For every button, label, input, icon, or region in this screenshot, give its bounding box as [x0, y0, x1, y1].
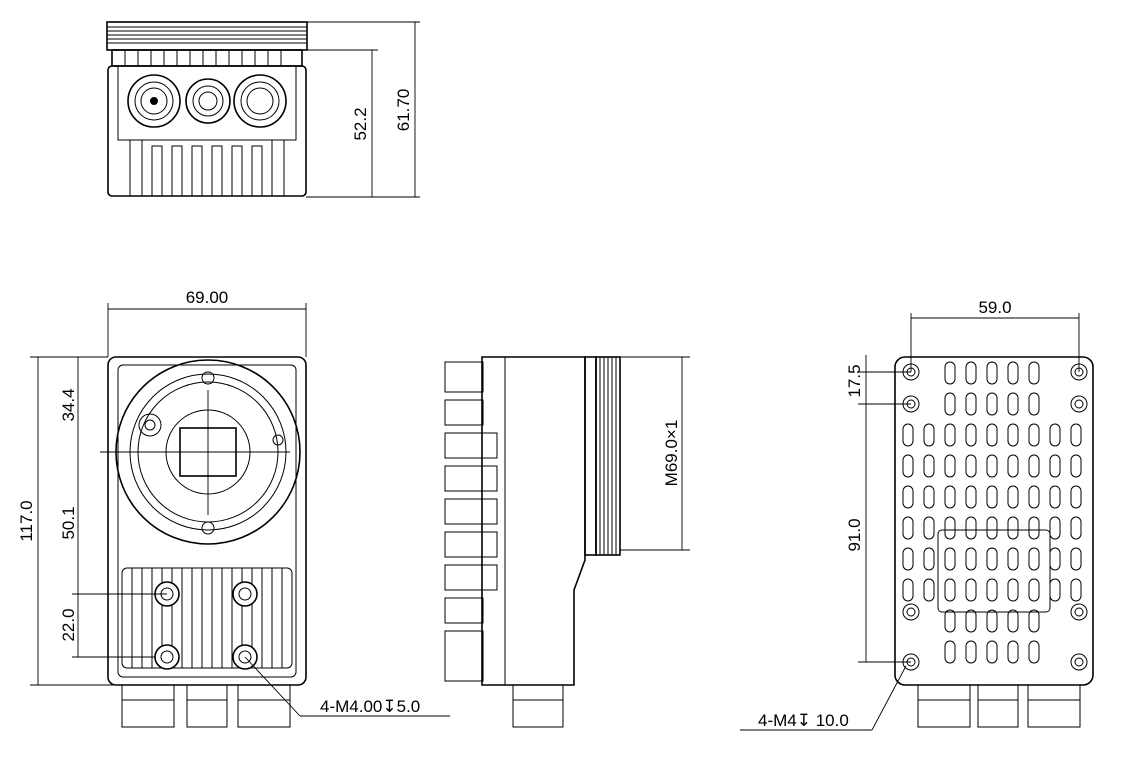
thread-callout-front: 4-M4.00↧5.0 — [320, 697, 420, 716]
dim-52-2: 52.2 — [351, 107, 370, 140]
vent-slots — [902, 361, 1082, 664]
connector-icon — [127, 74, 181, 128]
mounting-hole-icon — [1070, 603, 1088, 621]
dim-61-70: 61.70 — [394, 89, 413, 132]
dim-m69: M69.0×1 — [662, 420, 681, 487]
thread-callout-back: 4-M4↧ 10.0 — [758, 711, 849, 730]
dim-50-1: 50.1 — [59, 506, 78, 539]
top-view: 52.2 61.70 — [106, 21, 420, 198]
connector-icon — [185, 78, 231, 124]
side-view: M69.0×1 — [444, 356, 690, 728]
back-view: 59.0 17.5 91.0 4-M4↧ 10.0 — [740, 298, 1094, 731]
mounting-hole-icon — [154, 644, 180, 670]
connector-icon — [233, 74, 287, 128]
dim-34-4: 34.4 — [59, 388, 78, 421]
mounting-hole-icon — [902, 603, 920, 621]
dim-17-5: 17.5 — [845, 364, 864, 397]
dim-117-0: 117.0 — [17, 500, 36, 541]
front-view: 69.00 117.0 34.4 50.1 22.0 4-M4.00↧5.0 — [17, 288, 450, 728]
mounting-hole-icon — [1070, 395, 1088, 413]
mounting-hole-icon — [1070, 653, 1088, 671]
dim-22-0: 22.0 — [59, 608, 78, 641]
dim-91-0: 91.0 — [845, 518, 864, 551]
mounting-hole-icon — [232, 581, 258, 607]
dim-69-00: 69.00 — [186, 288, 229, 307]
dim-59-0: 59.0 — [978, 298, 1011, 317]
